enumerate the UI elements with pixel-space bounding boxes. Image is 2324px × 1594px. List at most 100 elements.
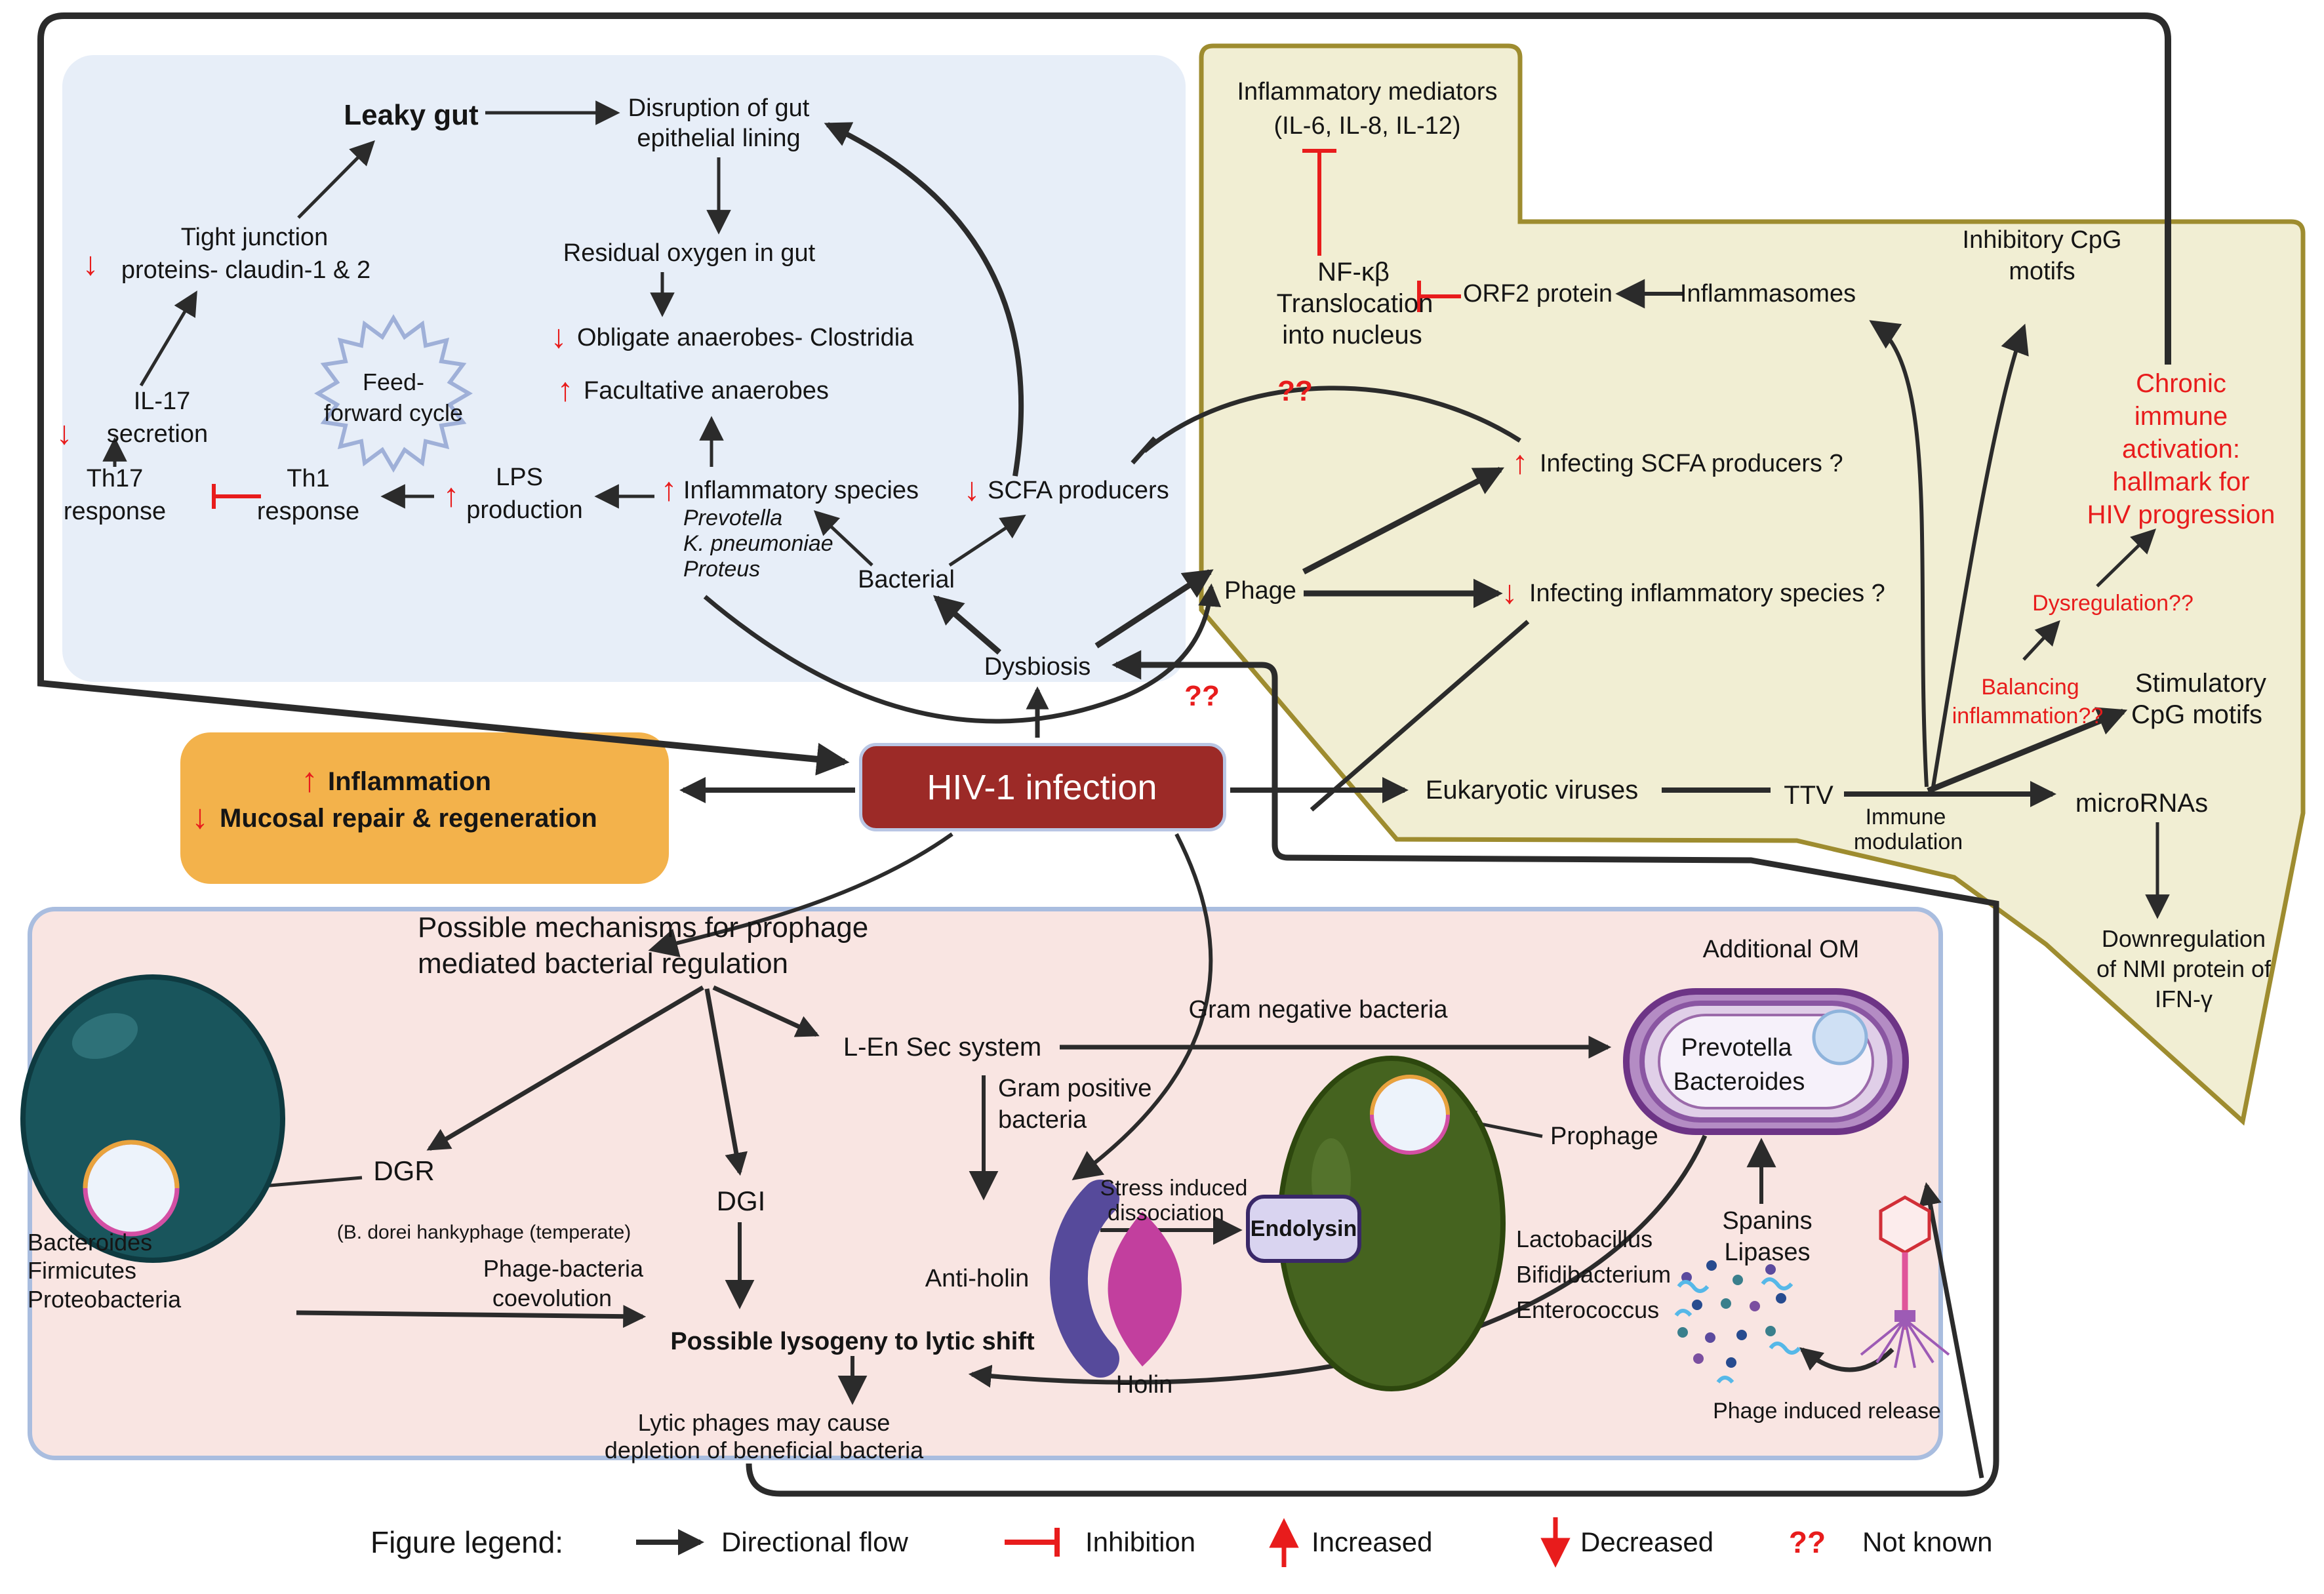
coevolution-label-2: coevolution xyxy=(492,1285,612,1311)
arrow-balancing-to-dysregulation xyxy=(2022,620,2060,661)
arrow-branch-to-dgi xyxy=(704,988,748,1176)
infecting-inflammatory-label: Infecting inflammatory species ? xyxy=(1529,580,1885,607)
bacteroides-list-label-2: Firmicutes xyxy=(28,1257,137,1284)
holin-shape xyxy=(1108,1212,1182,1366)
inhibition-orf2-to-nfkb xyxy=(1417,281,1461,312)
arrow-dysbiosis-to-bacterial xyxy=(932,595,1001,655)
mechanisms-title-2: mediated bacterial regulation xyxy=(418,947,789,980)
endolysin-label: Endolysin xyxy=(1250,1216,1357,1241)
inhibitory-cpg-label-2: motifs xyxy=(2009,258,2075,285)
ttv-label: TTV xyxy=(1784,781,1833,810)
lensec-label: L-En Sec system xyxy=(843,1033,1042,1062)
prevotella-label-2: Bacteroides xyxy=(1673,1068,1805,1096)
grampositive-prophage-arc xyxy=(1370,1075,1450,1115)
tight-junction-label-2: proteins- claudin-1 & 2 xyxy=(121,256,371,284)
increase-icon: ↑ xyxy=(1512,444,1529,481)
lysogeny-shift-label: Possible lysogeny to lytic shift xyxy=(670,1328,1035,1355)
bacteroides-cell-highlight xyxy=(71,1013,138,1059)
lacto-label-1: Lactobacillus xyxy=(1516,1225,1653,1252)
lytic-to-dysbiosis-loop-arrow xyxy=(746,650,1999,1497)
phage-release-label: Phage induced release xyxy=(1713,1399,1941,1424)
th17-label-2: response xyxy=(63,498,167,525)
legend-title: Figure legend: xyxy=(371,1525,564,1559)
prophage-label: Prophage xyxy=(1550,1123,1658,1150)
disruption-label-2: epithelial lining xyxy=(637,125,801,152)
holin-label: Holin xyxy=(1115,1371,1173,1399)
lytic-label-1: Lytic phages may cause xyxy=(637,1409,891,1436)
chronic-label-5: HIV progression xyxy=(2087,500,2275,529)
th17-label-1: Th17 xyxy=(86,465,144,492)
lytic-label-2: depletion of beneficial bacteria xyxy=(604,1437,924,1464)
eukaryotic-viruses-label: Eukaryotic viruses xyxy=(1425,776,1639,805)
hankyphage-label: (B. dorei hankyphage (temperate) xyxy=(336,1222,631,1243)
inhibition-th1-to-th17 xyxy=(212,484,261,509)
orf2-label: ORF2 protein xyxy=(1462,280,1613,308)
mediators-label-1: Inflammatory mediators xyxy=(1237,78,1498,106)
arrow-qq-curve-to-phage xyxy=(703,583,1222,724)
antiholin-label: Anti-holin xyxy=(925,1265,1030,1292)
species-proteus-label: Proteus xyxy=(683,557,761,582)
decrease-icon: ↓ xyxy=(56,414,73,451)
phage-label: Phage xyxy=(1224,577,1296,605)
il17-label-1: IL-17 xyxy=(133,388,191,415)
lacto-label-2: Bifidibacterium xyxy=(1516,1261,1672,1288)
bacteroides-prophage-arc xyxy=(83,1140,180,1189)
increase-icon: ↑ xyxy=(557,371,574,408)
phage-icon xyxy=(1860,1195,1950,1368)
hiv-infection-label: HIV-1 infection xyxy=(927,768,1157,807)
gut-cycle-panel xyxy=(62,55,1186,682)
obligate-anaerobes-label: Obligate anaerobes- Clostridia xyxy=(577,324,914,351)
arrow-junction-to-stimulatory xyxy=(1927,707,2128,794)
coevolution-label-1: Phage-bacteria xyxy=(483,1255,644,1282)
arrow-hiv-to-mechanisms xyxy=(648,832,953,957)
legend-inhibition: Inhibition xyxy=(1085,1526,1196,1557)
decrease-icon: ↓ xyxy=(963,471,980,508)
arrow-il17-to-tight xyxy=(139,290,197,387)
released-enzymes xyxy=(1674,1260,1801,1384)
th1-label-2: response xyxy=(256,498,360,525)
chronic-label-1: Chronic xyxy=(2136,369,2226,398)
inflammatory-species-label: Inflammatory species xyxy=(683,477,919,504)
mechanisms-title-1: Possible mechanisms for prophage xyxy=(418,911,869,944)
leaky-gut-label: Leaky gut xyxy=(344,99,479,131)
chronic-label-4: hallmark for xyxy=(2112,468,2250,496)
arrow-tight-to-leaky xyxy=(297,140,375,219)
inhibition-infecting-scfa-bar xyxy=(1131,436,1157,465)
decrease-icon: ↓ xyxy=(191,798,209,836)
chronic-label-3: activation: xyxy=(2121,435,2241,464)
nfkb-label-3: into nucleus xyxy=(1282,321,1422,349)
legend-increased: Increased xyxy=(1312,1526,1433,1557)
chronic-label-2: immune xyxy=(2134,402,2228,431)
inflammation-label: Inflammation xyxy=(328,767,491,796)
stimulatory-label-2: CpG motifs xyxy=(2131,700,2263,729)
antiholin-shape xyxy=(1049,1180,1119,1378)
lps-label-1: LPS xyxy=(496,464,543,491)
tight-junction-label-1: Tight junction xyxy=(180,224,329,251)
arrow-branch-to-dgr xyxy=(426,985,704,1151)
bacteroides-list-label-1: Bacteroides xyxy=(28,1229,153,1256)
frame-chronic-to-hiv-arrow xyxy=(37,12,2171,776)
outcome-panel xyxy=(180,732,669,884)
immune-modulation-label-1: Immune xyxy=(1865,805,1946,829)
facultative-anaerobes-label: Facultative anaerobes xyxy=(584,377,829,405)
additional-om-label: Additional OM xyxy=(1702,936,1860,963)
arrow-bacteroides-to-lysogeny xyxy=(296,1305,647,1328)
arrow-hiv-to-holin-curve xyxy=(1072,833,1213,1180)
th1-label-1: Th1 xyxy=(287,465,330,492)
stress-label-1: Stress induced xyxy=(1100,1176,1248,1201)
arrow-dysregulation-to-chronic xyxy=(2096,528,2157,588)
decrease-icon: ↓ xyxy=(1501,574,1518,610)
downregulation-label-3: IFN-γ xyxy=(2155,986,2213,1012)
increase-icon: ↑ xyxy=(301,761,318,799)
arrow-junction-to-inflammasomes xyxy=(1869,320,1929,787)
legend-directional-flow: Directional flow xyxy=(721,1526,908,1557)
arrow-phage-to-infecting-scfa xyxy=(1302,467,1504,574)
downregulation-label-2: of NMI protein of xyxy=(2096,955,2272,982)
residual-oxygen-label: Residual oxygen in gut xyxy=(563,239,816,267)
decrease-icon: ↓ xyxy=(550,318,567,355)
scfa-producers-label: SCFA producers xyxy=(988,477,1169,504)
balancing-label-1: Balancing xyxy=(1981,675,2079,700)
virome-panel xyxy=(1199,43,2306,1126)
species-kpneumoniae-label: K. pneumoniae xyxy=(683,531,833,556)
